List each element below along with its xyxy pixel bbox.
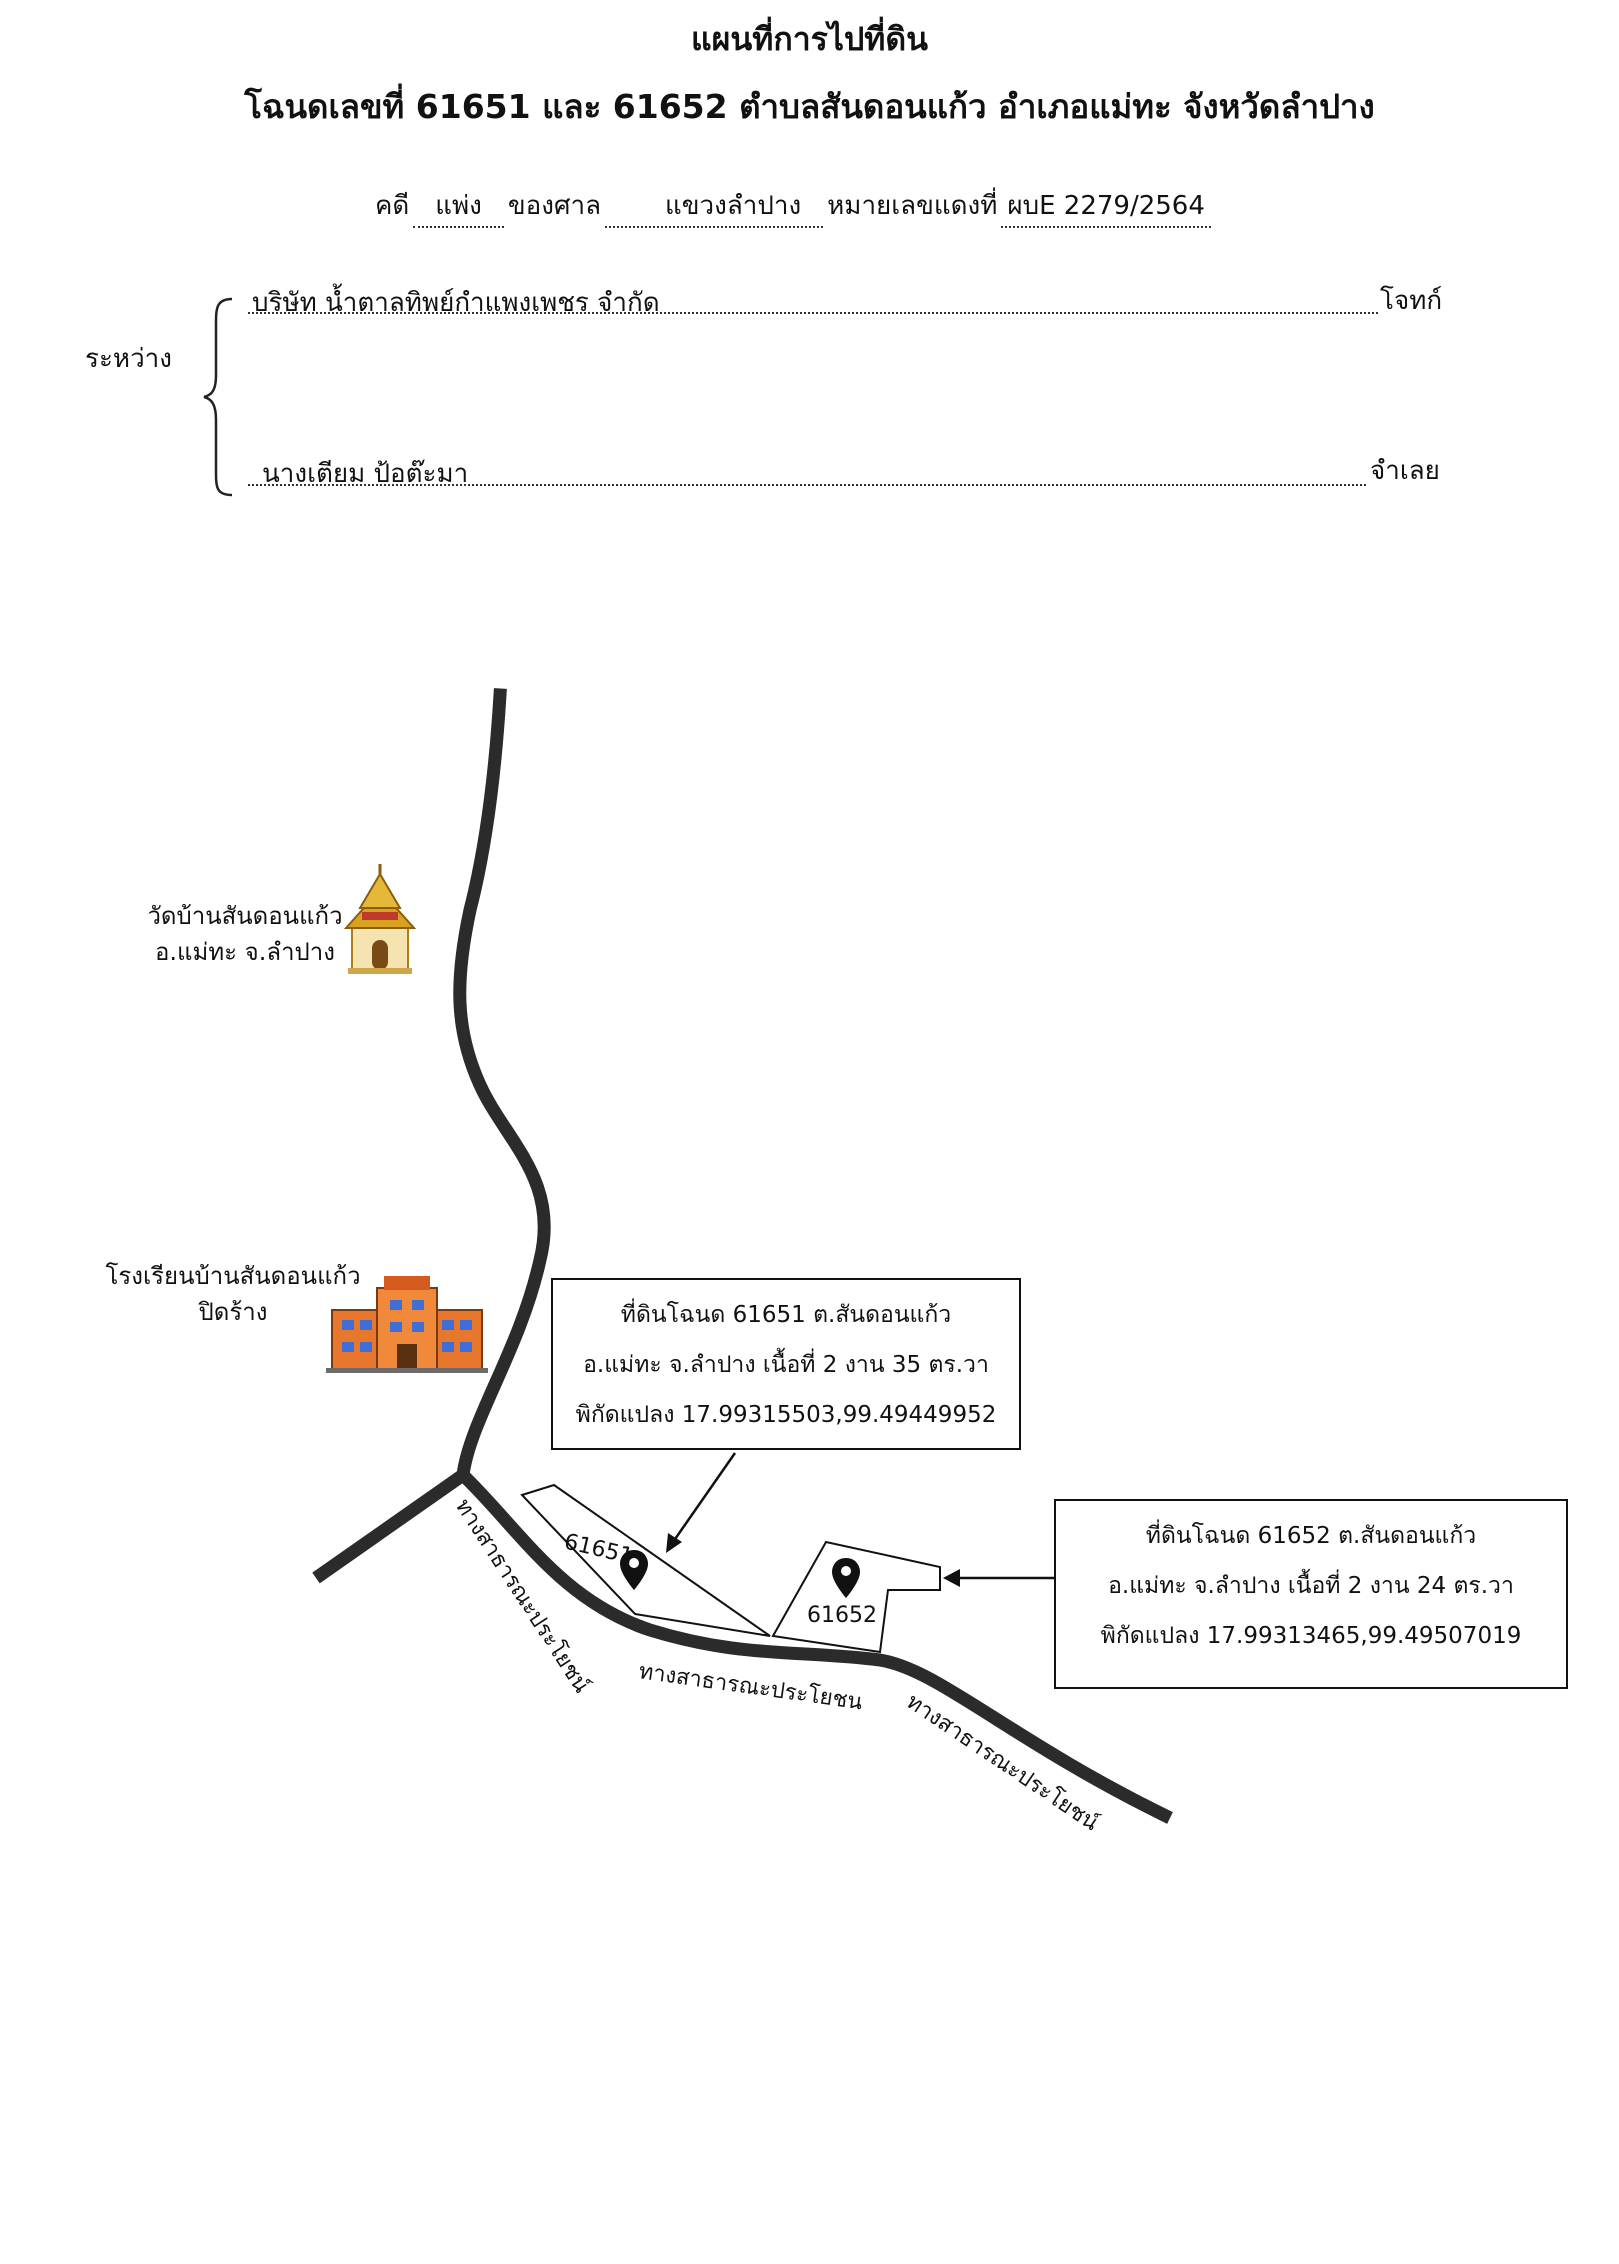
court-name: แขวงลำปาง xyxy=(605,185,824,228)
southeast-road xyxy=(458,1470,1173,1824)
parcel-61652-area: อ.แม่ทะ จ.ลำปาง เนื้อที่ 2 งาน 24 ตร.วา xyxy=(1108,1573,1514,1599)
school-label: โรงเรียนบ้านสันดอนแก้ว ปิดร้าง xyxy=(98,1258,368,1330)
west-road xyxy=(312,1469,467,1584)
road-label-middle: ทางสาธารณะประโยชน xyxy=(637,1658,864,1715)
parcel-61652-map-label: 61652 xyxy=(807,1603,877,1628)
parcel-61652-info-box: ที่ดินโฉนด 61652 ต.สันดอนแก้ว อ.แม่ทะ จ.… xyxy=(1054,1499,1568,1689)
parcel-61652-shape xyxy=(771,1540,941,1654)
school-icon xyxy=(326,1276,488,1373)
temple-icon xyxy=(343,864,417,974)
parcel-61651-info-box: ที่ดินโฉนด 61651 ต.สันดอนแก้ว อ.แม่ทะ จ.… xyxy=(551,1278,1021,1450)
temple-name: วัดบ้านสันดอนแก้ว xyxy=(147,902,343,930)
case-number: ผบE 2279/2564 xyxy=(1001,185,1211,228)
arrow-61651-icon xyxy=(666,1452,737,1553)
between-label: ระหว่าง xyxy=(85,344,172,374)
parcel-61652-coords: พิกัดแปลง 17.99313465,99.49507019 xyxy=(1100,1623,1522,1649)
brace-icon xyxy=(203,297,233,497)
temple-location: อ.แม่ทะ จ.ลำปาง xyxy=(155,938,335,966)
pin-61652-icon xyxy=(832,1558,860,1598)
plaintiff-dotline xyxy=(248,312,1378,314)
pin-61651-icon xyxy=(620,1550,648,1590)
parcel-61652-deed: ที่ดินโฉนด 61652 ต.สันดอนแก้ว xyxy=(1145,1523,1477,1549)
map-title: แผนที่การไปที่ดิน xyxy=(690,20,929,58)
plaintiff-role: โจทก์ xyxy=(1380,286,1443,316)
case-line: คดีแพ่งของศาลแขวงลำปางหมายเลขแดงที่ผบE 2… xyxy=(375,185,1215,228)
temple-label: วัดบ้านสันดอนแก้ว อ.แม่ทะ จ.ลำปาง xyxy=(145,898,345,970)
parcel-61651-deed: ที่ดินโฉนด 61651 ต.สันดอนแก้ว xyxy=(620,1302,952,1328)
case-type: แพ่ง xyxy=(413,185,504,228)
court-label: ของศาล xyxy=(507,191,601,221)
arrow-61652-icon xyxy=(943,1569,1055,1587)
map-subtitle: โฉนดเลขที่ 61651 และ 61652 ตำบลสันดอนแก้… xyxy=(244,87,1375,126)
defendant-dotline xyxy=(248,484,1366,486)
parcel-61651-area: อ.แม่ทะ จ.ลำปาง เนื้อที่ 2 งาน 35 ตร.วา xyxy=(583,1352,989,1378)
number-label: หมายเลขแดงที่ xyxy=(827,191,998,221)
parcel-61651-coords: พิกัดแปลง 17.99315503,99.49449952 xyxy=(575,1402,997,1428)
school-name: โรงเรียนบ้านสันดอนแก้ว xyxy=(105,1262,361,1290)
main-road xyxy=(453,688,551,1483)
defendant-role: จำเลย xyxy=(1370,456,1440,486)
school-status: ปิดร้าง xyxy=(198,1298,268,1326)
case-label: คดี xyxy=(375,191,410,221)
